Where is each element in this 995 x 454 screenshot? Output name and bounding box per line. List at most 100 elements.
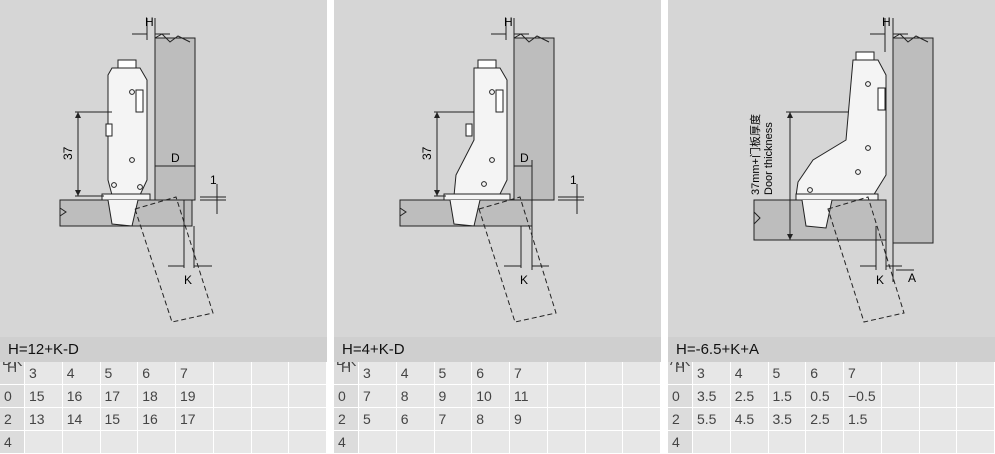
cell: 15 (100, 407, 139, 431)
row-head: 0 (668, 384, 693, 408)
cell (288, 430, 327, 454)
k-header: 4 (730, 362, 769, 385)
cell: 7 (358, 384, 397, 408)
k-header: 3 (358, 362, 397, 385)
panel-inset: 37mm+门板厚度 Door thickness H K A H=-6.5+K+… (668, 0, 995, 454)
cell (919, 384, 958, 408)
cell: 8 (471, 407, 510, 431)
k-header: 6 (137, 362, 176, 385)
cell: 10 (471, 384, 510, 408)
formula: H=12+K-D (0, 337, 327, 362)
k-header: 5 (434, 362, 473, 385)
k-label: K (876, 273, 884, 287)
a-label: A (908, 271, 916, 285)
cell: 15 (24, 384, 63, 408)
cell: 9 (509, 407, 548, 431)
thickness-label-en: Door thickness (763, 122, 775, 195)
table-row: 2 13 14 15 16 17 (0, 407, 327, 431)
row-head: 4 (0, 430, 25, 454)
cell (175, 430, 214, 454)
d-label: D (171, 151, 180, 165)
corner-cell: DHK (0, 362, 25, 385)
corner-cell: AHK (668, 362, 693, 385)
spec-table: AHK 3 4 5 6 7 0 3.5 2.5 1.5 0.5 −0.5 2 5… (668, 362, 995, 454)
dim-1-label: 1 (570, 173, 577, 187)
cell: 0.5 (805, 384, 844, 408)
row-head: 2 (668, 407, 693, 431)
cell: 5 (358, 407, 397, 431)
cell: 4.5 (730, 407, 769, 431)
row-head: 2 (0, 407, 25, 431)
table-row: 0 7 8 9 10 11 (334, 384, 661, 408)
cell (251, 384, 290, 408)
cell (956, 430, 995, 454)
cell (622, 384, 661, 408)
cell (585, 430, 624, 454)
cell: 3.5 (692, 384, 731, 408)
cell: 19 (175, 384, 214, 408)
hinge-diagram-inset: 37mm+门板厚度 Door thickness H K A (668, 0, 995, 337)
table-row: 2 5.5 4.5 3.5 2.5 1.5 (668, 407, 995, 431)
cell (213, 430, 252, 454)
cell (251, 430, 290, 454)
cell (471, 430, 510, 454)
cell: 17 (175, 407, 214, 431)
hinge-diagram-full-overlay: 37 H D K 1 (0, 0, 327, 337)
h-label: H (882, 15, 891, 29)
cell: 2.5 (805, 407, 844, 431)
k-header (547, 362, 586, 385)
cell: 7 (434, 407, 473, 431)
cell: 16 (137, 407, 176, 431)
hinge-drawing: 37 H D K 1 (59, 15, 226, 323)
k-label: K (184, 273, 192, 287)
k-label: K (520, 273, 528, 287)
k-header (881, 362, 920, 385)
cell (919, 407, 958, 431)
d-label: D (520, 151, 529, 165)
cell: 3.5 (768, 407, 807, 431)
h-label: H (504, 15, 513, 29)
cell (768, 430, 807, 454)
cell (288, 407, 327, 431)
cell (919, 430, 958, 454)
k-header: 7 (509, 362, 548, 385)
cell (547, 430, 586, 454)
cell (730, 430, 769, 454)
cell (585, 407, 624, 431)
cell: 9 (434, 384, 473, 408)
k-header: 4 (396, 362, 435, 385)
k-header (622, 362, 661, 385)
k-header: 6 (471, 362, 510, 385)
k-header (251, 362, 290, 385)
cell (62, 430, 101, 454)
cell: 2.5 (730, 384, 769, 408)
cell: 8 (396, 384, 435, 408)
table-header-row: DHK 3 4 5 6 7 (334, 362, 661, 385)
cell (137, 430, 176, 454)
dim-37-label: 37 (420, 146, 434, 160)
table-row: 0 3.5 2.5 1.5 0.5 −0.5 (668, 384, 995, 408)
formula: H=-6.5+K+A (668, 337, 995, 362)
row-head: 4 (334, 430, 359, 454)
cell (358, 430, 397, 454)
cell: 17 (100, 384, 139, 408)
cell (213, 407, 252, 431)
dim-37-label: 37 (61, 146, 75, 160)
row-head: 0 (0, 384, 25, 408)
cell: 14 (62, 407, 101, 431)
hinge-diagram-half-overlay: 37 H D K 1 (334, 0, 661, 337)
spec-table: DHK 3 4 5 6 7 0 7 8 9 10 11 2 5 6 7 (334, 362, 661, 454)
cell: 11 (509, 384, 548, 408)
cell (881, 407, 920, 431)
table-row: 4 (334, 430, 661, 454)
k-header: 4 (62, 362, 101, 385)
cell (288, 384, 327, 408)
cell: 5.5 (692, 407, 731, 431)
table-row: 4 (0, 430, 327, 454)
cell (100, 430, 139, 454)
cell (585, 384, 624, 408)
table-row: 0 15 16 17 18 19 (0, 384, 327, 408)
cell: 16 (62, 384, 101, 408)
k-header (956, 362, 995, 385)
cell (622, 407, 661, 431)
